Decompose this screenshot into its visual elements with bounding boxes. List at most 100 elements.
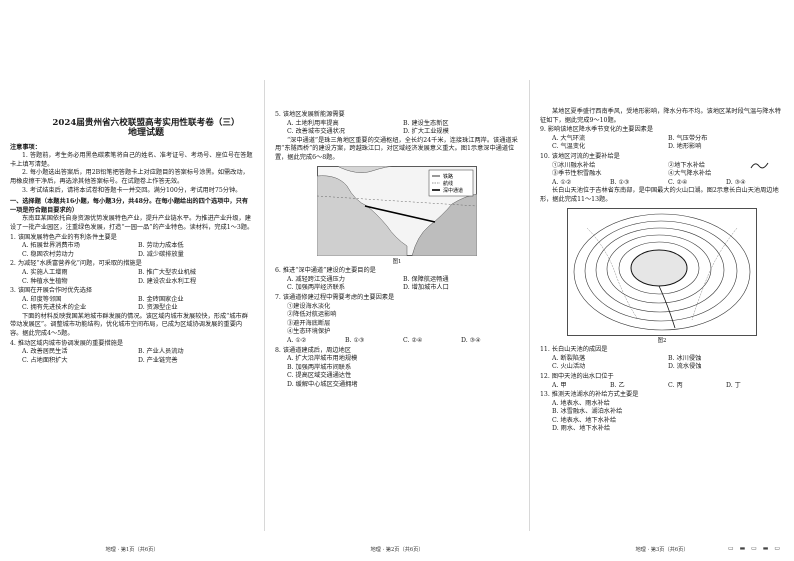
- option: C. 丙: [668, 381, 683, 389]
- question-8: 8. 该通道建成后，周边地区: [275, 346, 351, 354]
- option: C. 提高区域交通通达性: [287, 372, 352, 380]
- statement: ①冰川融水补给: [552, 161, 596, 169]
- option: C. 种植水生植物: [22, 277, 68, 285]
- handwritten-mark-icon: [750, 162, 769, 169]
- passage: 某地区夏季盛行西南季风，受地形影响，降水分布不均。该地区某时段气温与降水特征如下…: [540, 108, 781, 124]
- option: A. 印度等邻国: [22, 295, 62, 303]
- page-divider-1: [264, 80, 265, 531]
- option: C. 拥有先进技术的企业: [22, 304, 87, 312]
- option: D. ③④: [726, 178, 746, 186]
- option: A. ①②: [552, 178, 572, 186]
- page-divider-2: [529, 80, 530, 531]
- figure-caption: 图2: [657, 337, 667, 344]
- option: D. 地形影响: [668, 143, 702, 151]
- statement: ②降低对航运影响: [287, 311, 337, 319]
- option: A. 地表水、雨水补给: [552, 399, 610, 407]
- statement: ②地下水补给: [668, 161, 706, 169]
- option: A. ①②: [287, 336, 307, 344]
- option: A. 实施人工增雨: [22, 268, 68, 276]
- options-q8: A. 扩大沿岸城市用地规模 B. 加强两岸城市间联系 C. 提高区域交通通达性 …: [275, 355, 519, 389]
- option: D. 增加城市人口: [403, 284, 449, 292]
- option: D. 资源型企业: [138, 304, 178, 312]
- option: B. ①③: [610, 178, 630, 186]
- passage: 东南亚某国依托自身资源优势发展特色产业，提升产业链水平。为推进产业升级，建设了一…: [10, 215, 254, 231]
- page-footer: 地理 · 第2页（共6页）: [370, 547, 424, 554]
- question-10: 10. 该地区河流的主要补给是: [540, 152, 620, 160]
- section-heading: 一、选择题（本题共16小题，每小题3分，共48分。在每小题给出的四个选项中，只有…: [10, 198, 249, 214]
- passage: “深中通道”是珠三角地区重要的交通枢纽，全长约24千米，连接珠江两岸。该通道采用…: [275, 136, 518, 161]
- option: B. ①③: [345, 336, 365, 344]
- q10-statements: ①冰川融水补给 ②地下水补给 ③季节性积雪融水 ④大气降水补给: [540, 162, 784, 179]
- map-legend: 铁路 航线 深中通道: [428, 169, 474, 196]
- question-1: 1. 该国发展特色产业的有利条件主要是: [10, 233, 117, 241]
- exam-subject: 地理试题: [127, 128, 164, 138]
- legend-item: 深中通道: [443, 187, 463, 194]
- option: A. 扩大沿岸城市用地规模: [287, 355, 358, 363]
- option: B. 加强两岸城市间联系: [287, 363, 352, 371]
- figure-2-contour-map: [567, 207, 757, 336]
- page-footer: 地理 · 第3页（共6页）: [635, 547, 689, 554]
- question-3: 3. 该国在开展合作时优先选择: [10, 287, 93, 295]
- options-q9: A. 大气环流 B. 气压带分布 C. 气温变化 D. 地形影响: [540, 135, 784, 152]
- question-2: 2. 为减轻“水质富营养化”问题，可采取的措施是: [10, 260, 142, 268]
- q7-statements: ①建设海水淡化 ②降低对航运影响 ③避开海底断层 ④生态环境保护: [275, 303, 519, 337]
- options-q12: A. 甲 B. 乙 C. 丙 D. 丁: [540, 382, 784, 391]
- options-q4: A. 改善居民生活 B. 产业人员流动 C. 占地面积扩大 D. 产业链完善: [10, 348, 254, 365]
- option: A. 土地利用率提高: [287, 119, 339, 127]
- statement: ④大气降水补给: [668, 170, 712, 178]
- option: D. 流水侵蚀: [668, 363, 702, 371]
- option: C. ②④: [403, 336, 423, 344]
- options-q6: A. 减轻跨江交通压力 B. 保障航运畅通 C. 加强两岸经济联系 D. 增加城…: [275, 276, 519, 293]
- option: B. 气压带分布: [668, 134, 708, 142]
- option: D. 扩大工业规模: [403, 128, 449, 136]
- option: A. 减轻跨江交通压力: [287, 275, 345, 283]
- passage: 下面的材料反映我国某地城市群发展的情况。该区域内城市发展较快，形成“城市群带动发…: [10, 312, 248, 338]
- option: B. 产业人员流动: [138, 348, 184, 356]
- option: D. 建设农业水利工程: [138, 277, 197, 285]
- option: D. 减少碳排放量: [138, 250, 184, 258]
- notice-heading: 注意事项：: [10, 143, 41, 151]
- question-13: 13. 推测天池湖水的补给方式主要是: [540, 391, 639, 399]
- notice-item: 1. 答题前，考生务必用黑色碳素笔将自己的姓名、准考证号、考场号、座位号在答题卡…: [10, 152, 253, 168]
- exam-page-3: 某地区夏季盛行西南季风，受地形影响，降水分布不均。该地区某时段气温与降水特征如下…: [530, 0, 794, 561]
- options-q11: A. 断裂陷落 B. 冰川侵蚀 C. 火山活动 D. 流水侵蚀: [540, 355, 784, 372]
- option: C. 火山活动: [552, 363, 586, 371]
- option: D. 雨水、地下水补给: [552, 425, 611, 433]
- option: A. 甲: [552, 381, 567, 389]
- option: D. 丁: [726, 381, 741, 389]
- options-q2: A. 实施人工增雨 B. 推广大型农业机械 C. 种植水生植物 D. 建设农业水…: [10, 269, 254, 286]
- question-12: 12. 图中天池的出水口位于: [540, 372, 614, 380]
- option: B. 劳动力成本低: [138, 242, 184, 250]
- option: B. 冰川侵蚀: [668, 354, 702, 362]
- options-q5: A. 土地利用率提高 B. 建设生态新区 C. 改善城市交通状况 D. 扩大工业…: [275, 120, 519, 137]
- figure-caption: 图1: [392, 258, 402, 265]
- exam-title: 2024届贵州省六校联盟高考实用性联考卷（三）: [52, 118, 240, 128]
- footer-marks: ▭ ▬ ▭ ▬ ▭: [728, 545, 782, 553]
- figure-1-map: 铁路 航线 深中通道: [317, 165, 477, 256]
- question-11: 11. 长白山天池的成因是: [540, 346, 608, 354]
- question-7: 7. 该通道修建过程中需要考虑的主要因素是: [275, 293, 395, 301]
- exam-page-1: 2024届贵州省六校联盟高考实用性联考卷（三） 地理试题 注意事项： 1. 答题…: [0, 0, 264, 561]
- option: B. 保障航运畅通: [403, 275, 449, 283]
- question-9: 9. 影响该地区降水季节变化的主要因素是: [540, 126, 654, 134]
- option: A. 改善居民生活: [22, 348, 68, 356]
- option: B. 建设生态新区: [403, 119, 449, 127]
- option: B. 冰雪融水、湖泊水补给: [552, 408, 623, 416]
- question-6: 6. 推进“深中通道”建设的主要目的是: [275, 267, 376, 275]
- option: C. 稳固农村劳动力: [22, 250, 74, 258]
- options-q10: A. ①② B. ①③ C. ②④ D. ③④: [540, 179, 784, 188]
- statement: ③避开海底断层: [287, 319, 331, 327]
- statement: ①建设海水淡化: [287, 302, 331, 310]
- passage: 长白山天池位于吉林省东南部，是中国最大的火山口湖。图2示意长白山天池周边地形，据…: [540, 187, 779, 203]
- option: D. 缓解中心城区交通拥堵: [287, 380, 358, 388]
- option: A. 拓展世界消费市场: [22, 242, 80, 250]
- options-q13: A. 地表水、雨水补给 B. 冰雪融水、湖泊水补给 C. 地表水、地下水补给 D…: [540, 400, 784, 434]
- option: C. ②④: [668, 178, 688, 186]
- statement: ③季节性积雪融水: [552, 170, 602, 178]
- option: B. 乙: [610, 381, 625, 389]
- exam-page-2: 5. 该地区发展新能源需要 A. 土地利用率提高 B. 建设生态新区 C. 改善…: [265, 0, 529, 561]
- option: C. 气温变化: [552, 143, 586, 151]
- options-q1: A. 拓展世界消费市场 B. 劳动力成本低 C. 稳固农村劳动力 D. 减少碳排…: [10, 242, 254, 259]
- option: C. 地表水、地下水补给: [552, 416, 617, 424]
- notice-item: 3. 考试结束后，请将本试卷和答题卡一并交回。满分100分，考试用时75分钟。: [22, 186, 242, 194]
